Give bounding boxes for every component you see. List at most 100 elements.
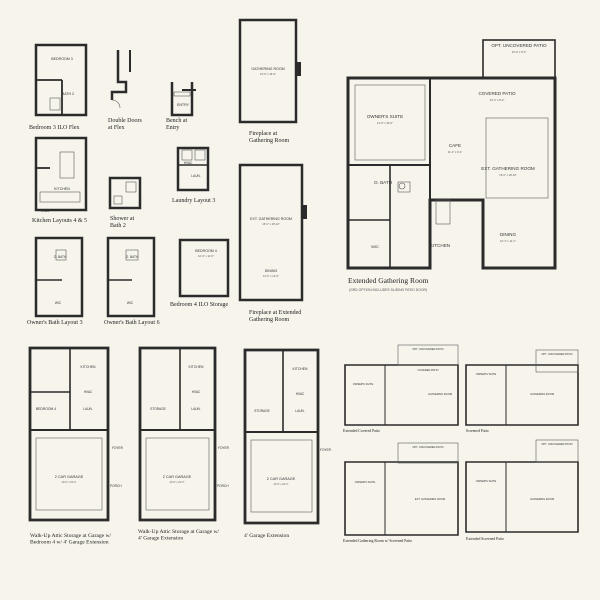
svg-text:DINING: DINING xyxy=(265,269,278,273)
bath2-label: BATH 2 xyxy=(62,92,74,96)
svg-text:KITCHEN: KITCHEN xyxy=(81,365,96,369)
fireplace-gathering-plan: GATHERING ROOM 15'-0" x 16'-0" Fireplace… xyxy=(238,18,301,144)
caption-screened-patio: Screened Patio xyxy=(466,429,489,433)
owners-bath6-plan: O. BATH WIC Owner's Bath Layout 6 xyxy=(104,236,160,326)
svg-text:OPT. UNCOVERED PATIO: OPT. UNCOVERED PATIO xyxy=(541,442,572,446)
ext-gathering-main-label: EXT. GATHERING ROOM xyxy=(481,166,535,171)
svg-text:20'-0" x 24'-0": 20'-0" x 24'-0" xyxy=(170,481,185,484)
extended-gathering-main-plan: OPT. UNCOVERED PATIO 13'-0" x 8'-0" COVE… xyxy=(346,39,557,292)
svg-text:BEDROOM 4: BEDROOM 4 xyxy=(36,407,56,411)
opt-uncovered-patio-label: OPT. UNCOVERED PATIO xyxy=(491,43,547,48)
covered-patio-label: COVERED PATIO xyxy=(478,91,516,96)
svg-text:WIC: WIC xyxy=(55,301,62,305)
svg-text:2 CAR GARAGE: 2 CAR GARAGE xyxy=(163,475,192,479)
svg-text:STORAGE: STORAGE xyxy=(254,409,270,413)
screened-patio-plan: OPT. UNCOVERED PATIO OWNER'S SUITE GATHE… xyxy=(465,349,579,433)
svg-text:WIC: WIC xyxy=(127,301,134,305)
svg-text:FOYER: FOYER xyxy=(112,446,124,450)
svg-text:24'-4" x 8'-0": 24'-4" x 8'-0" xyxy=(490,98,505,102)
svg-text:PORCH: PORCH xyxy=(217,484,229,488)
svg-text:10'-1" x 11'-1": 10'-1" x 11'-1" xyxy=(500,239,516,243)
svg-text:BEDROOM 4: BEDROOM 4 xyxy=(195,249,217,253)
svg-text:15'-0" x 18'-10": 15'-0" x 18'-10" xyxy=(499,173,516,177)
svg-text:HVAC: HVAC xyxy=(192,390,201,394)
bedroom3-label: BEDROOM 3 xyxy=(51,57,73,61)
bedroom4-ilo-storage-plan: BEDROOM 4 10'-0" x 11'-6" Bedroom 4 ILO … xyxy=(170,238,230,308)
svg-text:13'-0" x 8'-0": 13'-0" x 8'-0" xyxy=(512,50,527,54)
caption-walkup-attic-bed4: Walk-Up Attic Storage at Garage w/Bedroo… xyxy=(30,533,112,546)
extended-screened-patio-plan: OPT. UNCOVERED PATIO OWNER'S SUITE GATHE… xyxy=(465,439,579,541)
svg-text:KITCHEN: KITCHEN xyxy=(430,243,450,248)
ext-gathering-screened-plan: OPT. UNCOVERED PATIO OWNER'S SUITE EXT. … xyxy=(343,442,459,543)
svg-text:OPT. UNCOVERED PATIO: OPT. UNCOVERED PATIO xyxy=(412,347,443,351)
laundry-layout3-plan: HVAC LAUN. Laundry Layout 3 xyxy=(172,146,215,204)
svg-text:13'-0" x 15'-0": 13'-0" x 15'-0" xyxy=(377,121,393,125)
svg-text:OWNER'S SUITE: OWNER'S SUITE xyxy=(476,479,497,483)
svg-text:STORAGE: STORAGE xyxy=(150,407,166,411)
svg-text:10'-0" x 11'-6": 10'-0" x 11'-6" xyxy=(198,254,214,258)
svg-text:OPT. UNCOVERED PATIO: OPT. UNCOVERED PATIO xyxy=(412,445,443,449)
svg-text:11'-0" x 9'-1": 11'-0" x 9'-1" xyxy=(448,150,462,154)
gathering-room-label: GATHERING ROOM xyxy=(251,67,284,71)
svg-text:15'-0" x 18'-10": 15'-0" x 18'-10" xyxy=(262,222,279,226)
cafe-label: CAFE xyxy=(449,143,461,148)
caption-extended-screened-patio: Extended Screened Patio xyxy=(466,537,504,541)
kitchen-layouts-plan: KITCHEN HVAC Kitchen Layouts 4 & 5 xyxy=(32,136,88,224)
svg-text:2 CAR GARAGE: 2 CAR GARAGE xyxy=(55,475,84,479)
svg-text:FOYER: FOYER xyxy=(218,446,230,450)
svg-text:KITCHEN: KITCHEN xyxy=(293,367,308,371)
obath-main-label: O. BATH xyxy=(374,180,392,185)
caption-extended-gathering: Extended Gathering Room xyxy=(348,276,429,285)
svg-text:11'-0" x 12'-0": 11'-0" x 12'-0" xyxy=(263,274,279,278)
entry-label: ENTRY xyxy=(177,103,190,107)
caption-kitchen-layouts: Kitchen Layouts 4 & 5 xyxy=(32,218,87,224)
svg-text:LAUN.: LAUN. xyxy=(83,407,93,411)
svg-text:PORCH: PORCH xyxy=(110,484,122,488)
svg-text:O. BATH: O. BATH xyxy=(126,255,139,259)
svg-text:FOYER: FOYER xyxy=(320,448,332,452)
svg-text:COVERED PATIO: COVERED PATIO xyxy=(418,368,439,372)
svg-text:HVAC: HVAC xyxy=(41,209,50,213)
walkup-attic-bed4-plan: KITCHEN BEDROOM 4 LAUN. HVAC 2 CAR GARAG… xyxy=(28,346,124,546)
caption-walkup-attic-storage: Walk-Up Attic Storage at Garage w/4' Gar… xyxy=(138,529,220,542)
svg-text:GATHERING ROOM: GATHERING ROOM xyxy=(530,392,554,396)
svg-text:OWNER'S SUITE: OWNER'S SUITE xyxy=(476,372,497,376)
svg-text:HVAC: HVAC xyxy=(296,392,305,396)
svg-text:2 CAR GARAGE: 2 CAR GARAGE xyxy=(267,477,296,481)
owners-bath3-plan: O. BATH WIC Owner's Bath Layout 3 xyxy=(27,236,84,326)
svg-text:GATHERING ROOM: GATHERING ROOM xyxy=(530,497,554,501)
caption-laundry-layout3: Laundry Layout 3 xyxy=(172,198,215,204)
ext-gathering-room-label: EXT. GATHERING ROOM xyxy=(250,217,292,221)
svg-text:20'-0" x 24'-0": 20'-0" x 24'-0" xyxy=(62,481,77,484)
svg-text:KITCHEN: KITCHEN xyxy=(189,365,204,369)
svg-text:GATHERING ROOM: GATHERING ROOM xyxy=(428,392,452,396)
svg-text:EXT. GATHERING ROOM: EXT. GATHERING ROOM xyxy=(415,497,445,501)
caption-ext-gathering-screened: Extended Gathering Room w/ Screened Pati… xyxy=(343,539,412,543)
svg-text:LAUN.: LAUN. xyxy=(191,407,201,411)
extended-covered-patio-plan: OPT. UNCOVERED PATIO COVERED PATIO OWNER… xyxy=(343,344,459,433)
svg-text:LAUN.: LAUN. xyxy=(295,409,305,413)
svg-text:HVAC: HVAC xyxy=(84,390,93,394)
kitchen-label: KITCHEN xyxy=(54,187,70,191)
svg-text:OPT. UNCOVERED PATIO: OPT. UNCOVERED PATIO xyxy=(541,352,572,356)
svg-text:OWNER'S SUITE: OWNER'S SUITE xyxy=(353,382,374,386)
caption-bedroom4-ilo-storage: Bedroom 4 ILO Storage xyxy=(170,302,228,308)
svg-text:HVAC: HVAC xyxy=(184,161,193,165)
svg-text:WIC: WIC xyxy=(371,244,379,249)
svg-text:DINING: DINING xyxy=(500,232,517,237)
svg-text:LAUN.: LAUN. xyxy=(191,174,201,178)
caption-owners-bath6: Owner's Bath Layout 6 xyxy=(104,320,160,326)
svg-text:20'-0" x 24'-0": 20'-0" x 24'-0" xyxy=(274,483,289,486)
bedroom3-ilo-flex-plan: BEDROOM 3 BATH 2 Bedroom 3 ILO Flex xyxy=(29,43,88,131)
svg-text:15'-0" x 16'-0": 15'-0" x 16'-0" xyxy=(260,72,276,76)
owners-suite-label: OWNER'S SUITE xyxy=(367,114,403,119)
